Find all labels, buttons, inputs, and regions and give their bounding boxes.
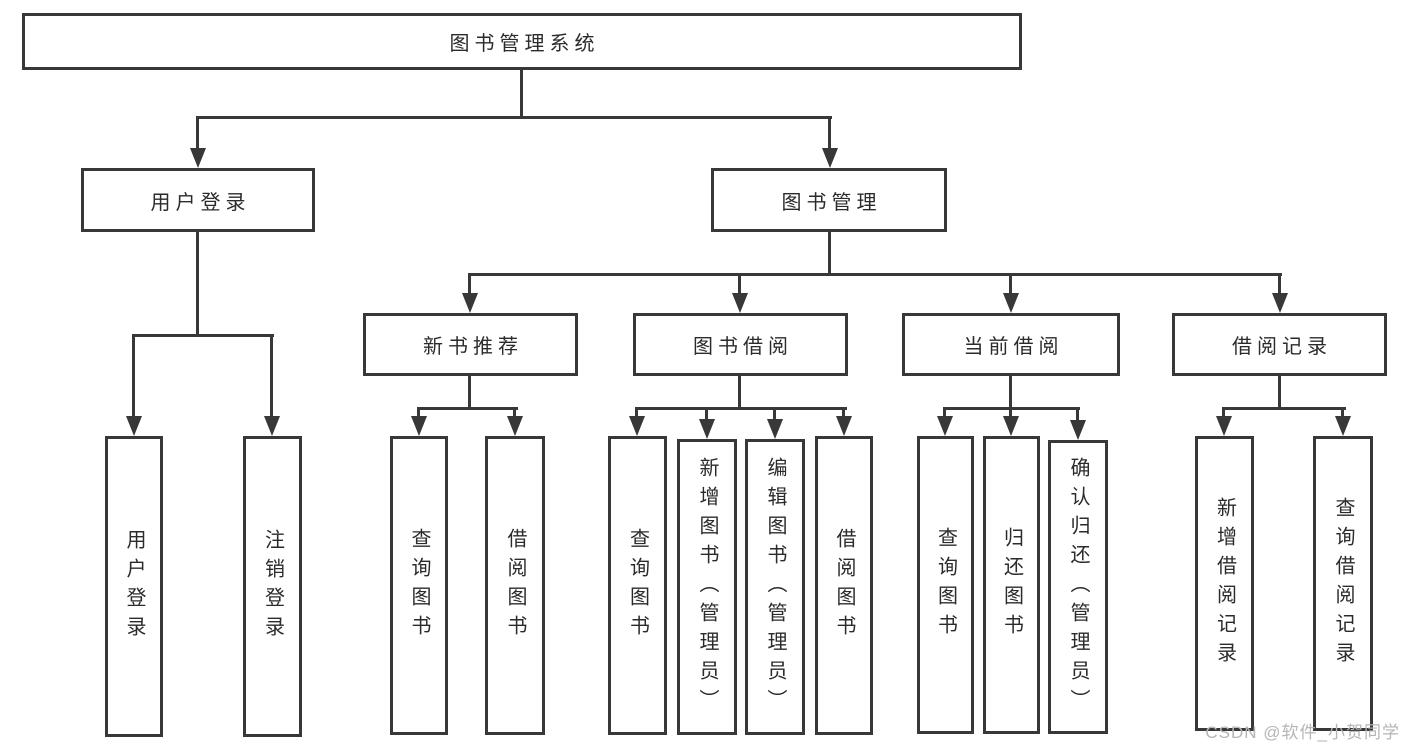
- node-book-borrowing: 图书借阅: [633, 313, 848, 376]
- connector-records-hline: [1222, 407, 1346, 410]
- connector-newbook-hline: [417, 407, 518, 410]
- connector-l1-hline: [196, 116, 832, 119]
- connector-userlogin-hline: [132, 334, 274, 337]
- leaf-borrow-books: 借阅图书: [815, 436, 873, 735]
- connector-records-stub: [1278, 376, 1281, 410]
- arrow-down-icon: [732, 293, 748, 313]
- leaf-return-books: 归还图书: [983, 436, 1040, 734]
- node-current-borrowing: 当前借阅: [902, 313, 1120, 376]
- connector-current-stub: [1009, 376, 1012, 410]
- node-borrowing-records: 借阅记录: [1172, 313, 1387, 376]
- connector-drop: [635, 407, 638, 418]
- arrow-down-icon: [411, 416, 427, 436]
- leaf-query-books-borrow: 查询图书: [608, 436, 667, 735]
- arrow-down-icon: [1216, 416, 1232, 436]
- connector-drop: [842, 407, 845, 418]
- connector-drop: [773, 407, 776, 420]
- connector-drop: [513, 407, 516, 418]
- node-library-system-label: 图书管理系统: [449, 33, 600, 55]
- leaf-edit-books-admin-label: 编辑图书（管理员）: [764, 456, 786, 718]
- node-borrowing-records-label: 借阅记录: [1232, 336, 1332, 358]
- node-book-management-label: 图书管理: [781, 191, 882, 214]
- leaf-edit-books-admin: 编辑图书（管理员）: [745, 439, 805, 735]
- arrow-down-icon: [937, 416, 953, 436]
- arrow-down-icon: [507, 416, 523, 436]
- leaf-logout: 注销登录: [243, 436, 302, 737]
- csdn-watermark: CSDN @软件_小贺同学: [1205, 723, 1400, 742]
- connector-drop: [943, 407, 946, 418]
- connector-drop: [270, 334, 273, 416]
- leaf-return-books-label: 归还图书: [1000, 527, 1023, 643]
- connector-root-stub: [520, 70, 523, 118]
- node-user-login-label: 用户登录: [150, 191, 251, 214]
- connector-drop: [417, 407, 420, 418]
- connector-drop-book-mgmt: [828, 116, 831, 150]
- arrow-down-icon: [1070, 420, 1086, 440]
- leaf-add-books-admin: 新增图书（管理员）: [677, 439, 737, 735]
- leaf-user-login: 用户登录: [105, 436, 163, 737]
- arrow-down-icon: [699, 419, 715, 439]
- arrow-down-icon: [836, 416, 852, 436]
- connector-userlogin-stub: [196, 232, 199, 337]
- connector-newbook-stub: [468, 376, 471, 410]
- connector-borrow-hline: [635, 407, 847, 410]
- node-new-book-recommend-label: 新书推荐: [423, 336, 523, 358]
- arrow-down-icon: [1335, 416, 1351, 436]
- leaf-add-borrow-record: 新增借阅记录: [1195, 436, 1254, 731]
- connector-drop: [1222, 407, 1225, 418]
- arrow-down-icon: [462, 293, 478, 313]
- connector-drop: [132, 334, 135, 416]
- connector-l3-hline: [468, 273, 1282, 276]
- leaf-query-books-recommend-label: 查询图书: [408, 527, 430, 644]
- connector-drop: [1278, 273, 1281, 295]
- connector-borrow-stub: [738, 376, 741, 410]
- connector-drop: [468, 273, 471, 295]
- leaf-borrow-books-recommend: 借阅图书: [485, 436, 545, 735]
- leaf-borrow-books-label: 借阅图书: [833, 527, 855, 644]
- leaf-query-books-borrow-label: 查询图书: [626, 527, 649, 644]
- leaf-add-books-admin-label: 新增图书（管理员）: [696, 456, 718, 718]
- leaf-query-borrow-record-label: 查询借阅记录: [1332, 496, 1354, 671]
- arrow-down-icon: [629, 416, 645, 436]
- connector-drop: [705, 407, 708, 420]
- connector-drop: [1076, 407, 1079, 421]
- connector-drop: [738, 273, 741, 295]
- leaf-logout-label: 注销登录: [261, 528, 284, 645]
- connector-bookmgmt-stub: [828, 232, 831, 276]
- leaf-user-login-label: 用户登录: [123, 528, 145, 645]
- arrow-down-icon: [1272, 293, 1288, 313]
- leaf-add-borrow-record-label: 新增借阅记录: [1213, 496, 1236, 671]
- arrow-down-icon: [1003, 293, 1019, 313]
- leaf-query-books-recommend: 查询图书: [390, 436, 448, 735]
- arrow-down-icon: [767, 419, 783, 439]
- node-book-borrowing-label: 图书借阅: [693, 336, 793, 358]
- connector-drop-user-login: [196, 116, 199, 150]
- connector-drop: [1009, 273, 1012, 295]
- leaf-query-books-current-label: 查询图书: [934, 527, 957, 643]
- connector-drop: [1009, 407, 1012, 418]
- arrow-down-icon: [822, 148, 838, 168]
- node-book-management: 图书管理: [711, 168, 947, 232]
- leaf-confirm-return-admin-label: 确认归还（管理员）: [1067, 456, 1089, 718]
- leaf-confirm-return-admin: 确认归还（管理员）: [1048, 440, 1108, 734]
- leaf-query-books-current: 查询图书: [917, 436, 974, 734]
- connector-drop: [1341, 407, 1344, 418]
- arrow-down-icon: [1003, 416, 1019, 436]
- node-library-system: 图书管理系统: [22, 13, 1022, 70]
- arrow-down-icon: [264, 416, 280, 436]
- node-current-borrowing-label: 当前借阅: [963, 336, 1064, 358]
- leaf-query-borrow-record: 查询借阅记录: [1313, 436, 1373, 731]
- node-new-book-recommend: 新书推荐: [363, 313, 578, 376]
- node-user-login: 用户登录: [81, 168, 315, 232]
- leaf-borrow-books-recommend-label: 借阅图书: [504, 527, 526, 644]
- arrow-down-icon: [126, 416, 142, 436]
- arrow-down-icon: [190, 148, 206, 168]
